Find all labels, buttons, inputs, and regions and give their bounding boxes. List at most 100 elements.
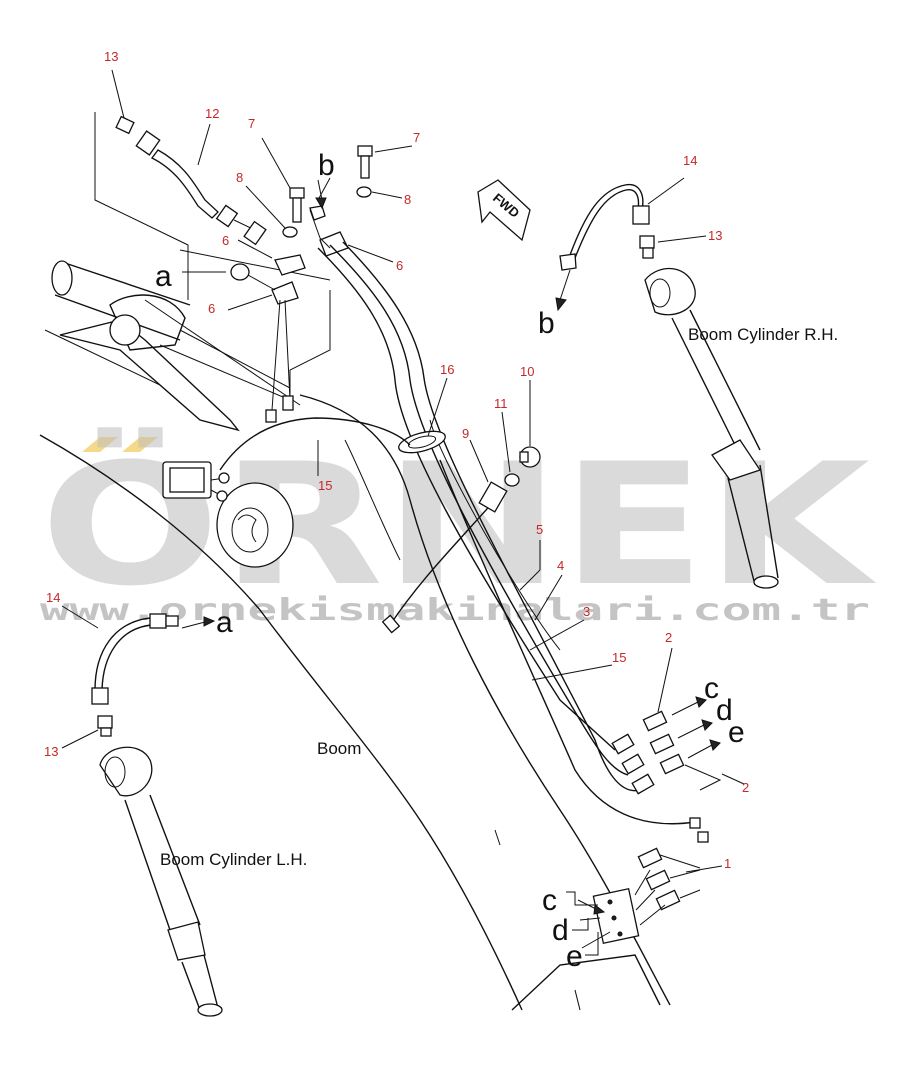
- hose-15-upper: [219, 417, 411, 471]
- label-boom: Boom: [317, 739, 361, 758]
- fitting-13-lh: [97, 715, 113, 729]
- callout-14-rh: 14: [683, 153, 697, 168]
- hose-15-diag: [389, 499, 496, 626]
- boom-outline-left: [39, 434, 523, 1011]
- fitting-14-rh: [632, 205, 650, 225]
- callout-13-lh: 13: [44, 744, 58, 759]
- fitting-9: [478, 481, 508, 513]
- arm-end-cap: [51, 260, 73, 296]
- callout-6-lower: 6: [208, 301, 215, 316]
- fitting-13-rh: [639, 235, 655, 249]
- leader-lines: [61, 69, 745, 956]
- cylinder-lh-band: [167, 921, 206, 961]
- callout-13-top: 13: [104, 49, 118, 64]
- fitting-b-rh: [559, 253, 577, 271]
- callout-14-lh: 14: [46, 590, 60, 605]
- letter-c-bottom: c: [542, 884, 557, 917]
- callout-8-left: 8: [236, 170, 243, 185]
- elbow-2-e: [659, 753, 685, 775]
- callout-2-lower: 2: [742, 780, 749, 795]
- callout-6-upper: 6: [222, 233, 229, 248]
- elbow-2-d: [649, 733, 675, 755]
- connection-letters: a a b b c d e c d e: [155, 149, 745, 973]
- boom-pin-boss: [216, 482, 294, 568]
- hose-15: [162, 417, 496, 634]
- pipe-3: [342, 241, 641, 792]
- callout-6-right: 6: [396, 258, 403, 273]
- letter-c-right: c: [704, 672, 719, 705]
- fwd-arrow-icon: [477, 179, 531, 242]
- callout-5: 5: [536, 522, 543, 537]
- callout-8-right: 8: [404, 192, 411, 207]
- clamp-6-upper: [274, 254, 306, 276]
- letter-e-right: e: [728, 716, 745, 749]
- link-pin: [109, 314, 141, 346]
- letter-a-lower: a: [216, 606, 233, 639]
- watermark-accent-left: [82, 437, 118, 452]
- callout-11: 11: [494, 396, 508, 411]
- callout-10: 10: [520, 364, 534, 379]
- label-boom-cylinder-rh: Boom Cylinder R.H.: [688, 325, 838, 344]
- callout-2-upper: 2: [665, 630, 672, 645]
- clamp-b: [309, 205, 326, 221]
- boom-cylinder-lh: [91, 613, 223, 1017]
- main-pipes: [317, 241, 709, 843]
- cylinder-lh-head: [99, 746, 153, 797]
- fwd-indicator: FWD: [477, 179, 531, 242]
- connector-1-b: [645, 869, 671, 891]
- callout-3: 3: [583, 604, 590, 619]
- cylinder-rh-band: [711, 439, 762, 481]
- fitting-a-upper: [230, 263, 250, 281]
- bolt-7-left-head: [289, 187, 305, 199]
- letter-d-bottom: d: [552, 914, 569, 947]
- bolt-7-right-head: [357, 145, 373, 157]
- callout-1: 1: [724, 856, 731, 871]
- callout-4: 4: [557, 558, 564, 573]
- callout-7-right: 7: [413, 130, 420, 145]
- callout-16: 16: [440, 362, 454, 377]
- callout-9: 9: [462, 426, 469, 441]
- callout-7-left: 7: [248, 116, 255, 131]
- boom-bottom-plate: [511, 954, 661, 1011]
- clamps-and-bolts: [230, 145, 373, 423]
- hose-12-body: [151, 149, 219, 219]
- boom-inner-ridge: [344, 439, 401, 561]
- fitting-14-lh: [91, 687, 109, 705]
- arm-top-edge: [61, 261, 191, 306]
- text-labels: Boom Boom Cylinder R.H. Boom Cylinder L.…: [160, 325, 838, 869]
- letter-a-upper: a: [155, 260, 172, 293]
- callout-15-lower: 15: [612, 650, 626, 665]
- pipe-end-e: [631, 773, 655, 795]
- connectors-1: [592, 847, 701, 944]
- callout-13-rh: 13: [708, 228, 722, 243]
- part-callouts: 13 12 7 7 8 8 6 6 6 16 10 11 9 15 5 4 3 …: [44, 49, 749, 871]
- hose-14-lh: [94, 617, 151, 691]
- hose-14-rh: [569, 183, 644, 256]
- watermark-accent-right: [122, 437, 158, 452]
- pipe-end-d: [621, 753, 645, 775]
- clamp-6-right: [319, 231, 349, 257]
- letter-b-upper: b: [318, 149, 335, 182]
- pipe-end-c: [611, 733, 635, 755]
- callout-12: 12: [205, 106, 219, 121]
- label-boom-cylinder-lh: Boom Cylinder L.H.: [160, 850, 307, 869]
- pipe-4: [329, 244, 629, 776]
- link-head: [109, 294, 186, 351]
- elbow-2-c: [642, 710, 668, 732]
- connector-1-c: [655, 889, 681, 911]
- connector-1-a: [637, 847, 663, 869]
- letter-b-right: b: [538, 307, 555, 340]
- hose-12: [94, 112, 331, 300]
- pipe-15-lower: [439, 459, 696, 825]
- callout-15-upper: 15: [318, 478, 332, 493]
- letter-e-bottom: e: [566, 940, 583, 973]
- clamp-6-lower: [271, 281, 299, 305]
- washer-8-right: [356, 186, 372, 198]
- elbows-2: [642, 710, 722, 791]
- washer-8-left: [282, 226, 298, 238]
- fittings-9-10-11: [478, 446, 541, 513]
- manifold-block: [592, 888, 640, 944]
- linkage-plate: [59, 319, 240, 432]
- letter-d-right: d: [716, 694, 733, 727]
